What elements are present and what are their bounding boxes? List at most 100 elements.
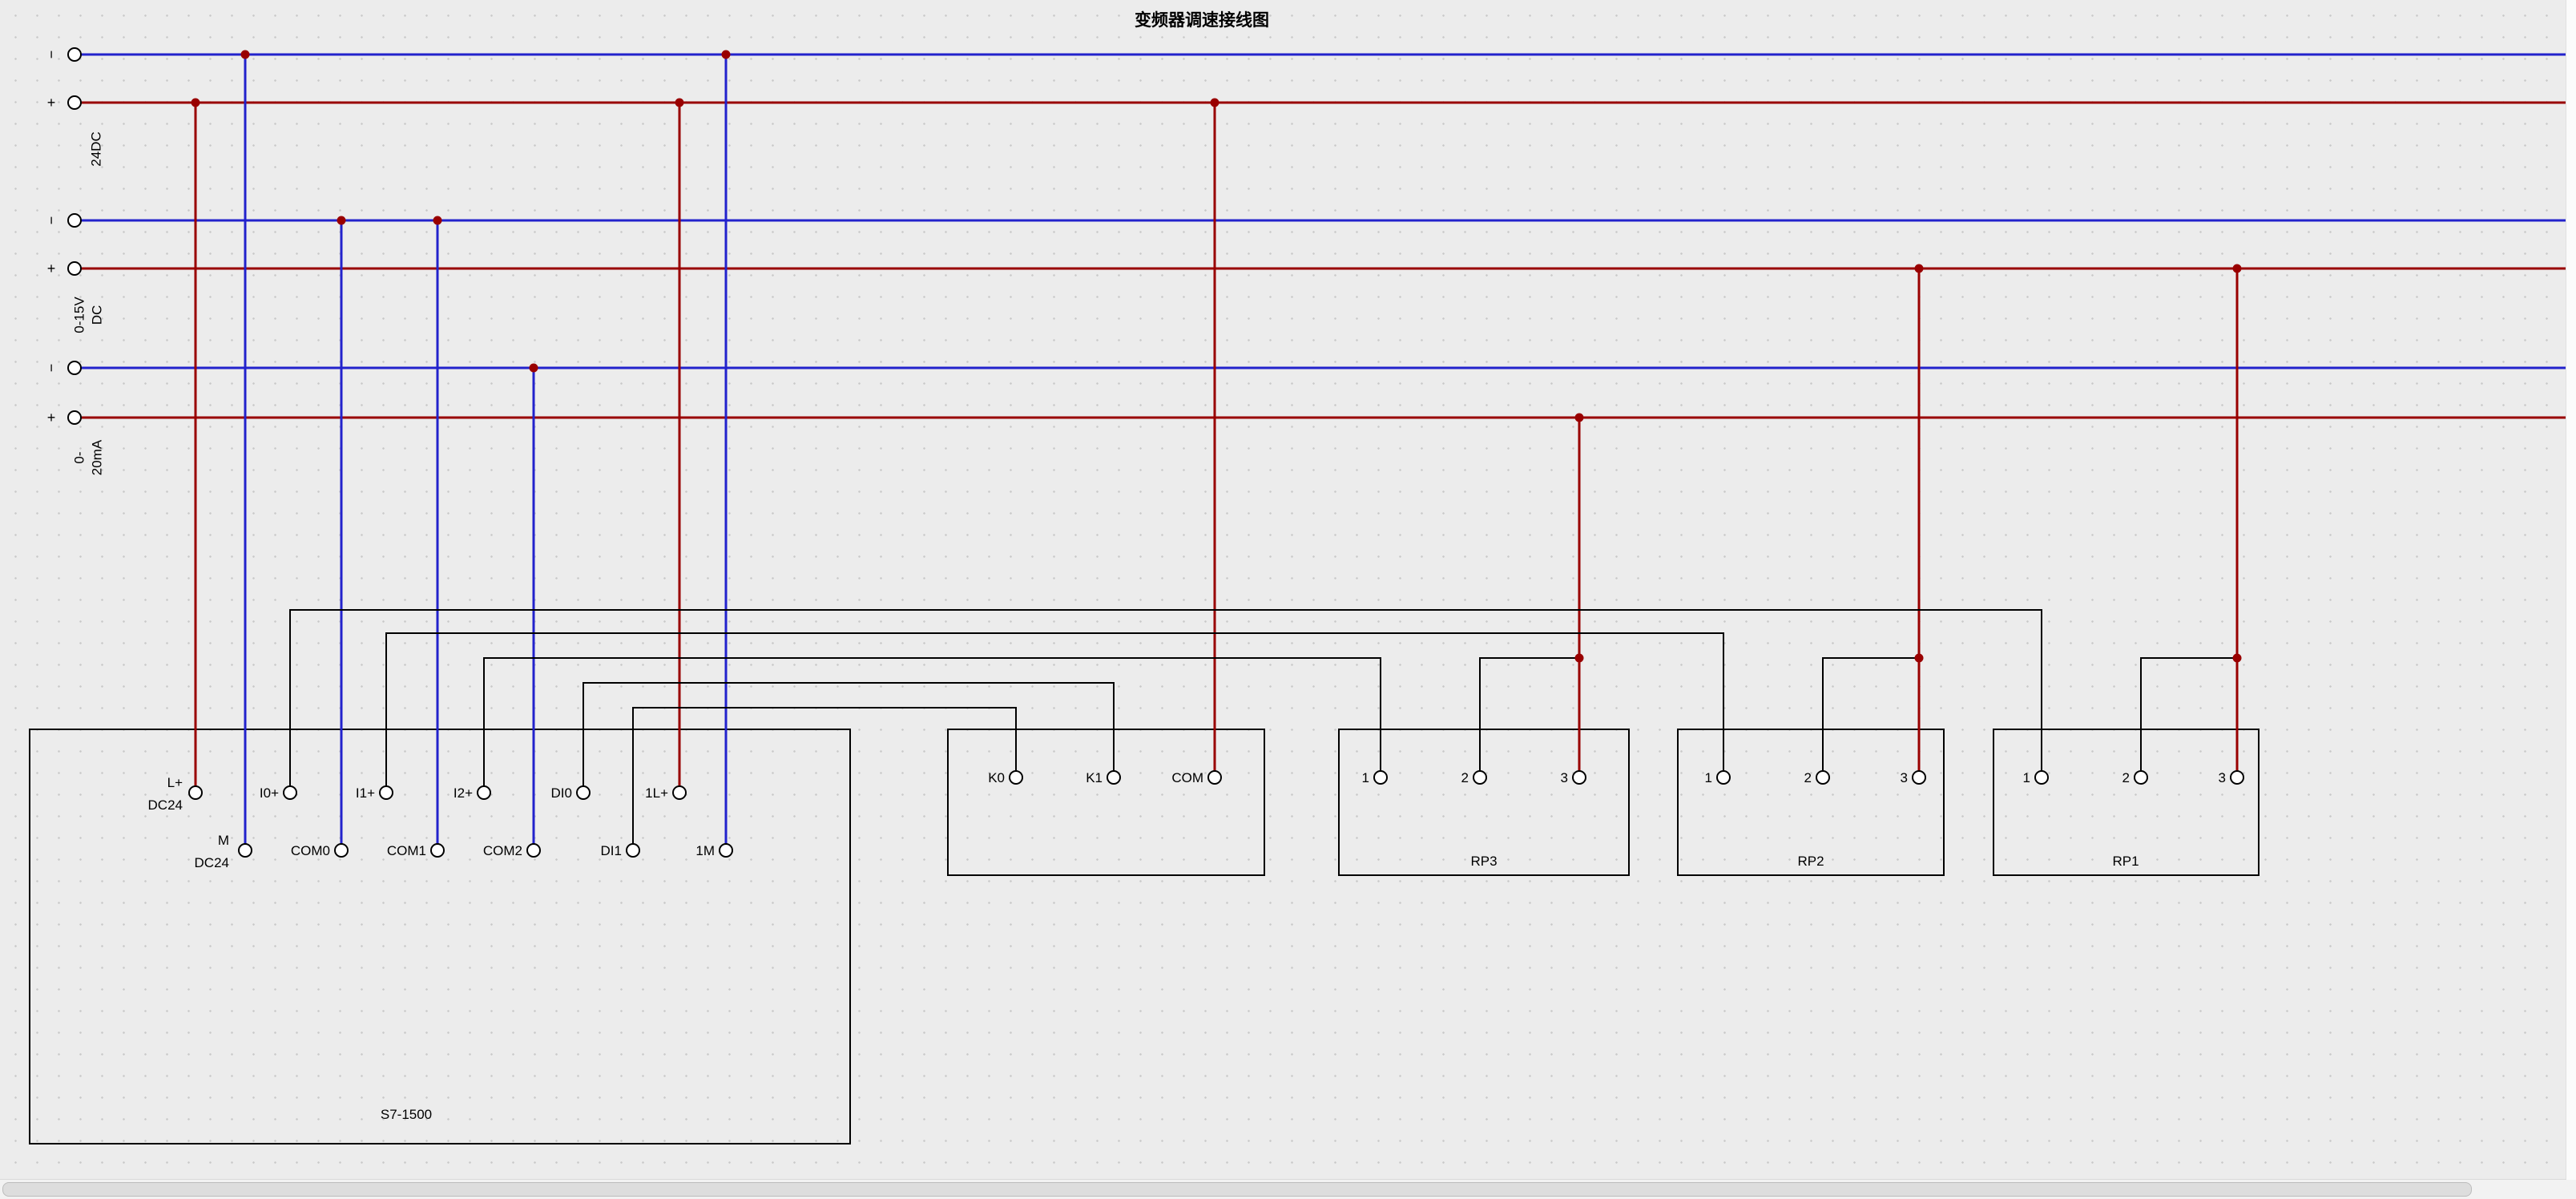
sign-24dc-plus: + [47,95,56,111]
label-di1: DI1 [601,843,622,858]
wire-rp2-2-to-rp2-3 [1822,657,1919,771]
junction-dot [1914,653,1924,663]
terminal-rp1-2 [2134,770,2148,785]
label-rp3-3: 3 [1561,770,1568,785]
junction-dot [2232,264,2242,273]
terminal-20ma-minus [67,361,82,375]
junction-dot [721,50,731,59]
sign-24dc-minus: − [43,50,59,59]
rp3-block-name: RP3 [1470,854,1497,869]
terminal-20ma-plus [67,410,82,425]
junction-dot [1210,98,1219,107]
horizontal-scrollbar-thumb[interactable] [2,1182,2472,1197]
wire-di1-to-k0 [632,707,1017,844]
rp2-block-outline [1677,729,1945,876]
junction-dot [675,98,684,107]
terminal-i2 [477,785,491,800]
label-com0: COM0 [291,843,330,858]
relay-block-outline [947,729,1265,876]
rail-group-label-20ma-line2: 20mA [90,439,105,475]
sign-15v-minus: − [43,216,59,225]
terminal-k-com [1207,770,1222,785]
label-rp3-2: 2 [1461,770,1469,785]
vertical-scrollbar-track[interactable] [2566,0,2576,1199]
junction-dot [337,216,346,225]
label-1lplus: 1L+ [645,785,668,801]
junction-dot [1914,264,1924,273]
label-m-sub: DC24 [195,855,229,870]
terminal-com1 [430,843,445,858]
terminal-rp3-2 [1473,770,1487,785]
label-di0: DI0 [551,785,572,801]
terminal-di0 [576,785,591,800]
label-rp1-2: 2 [2122,770,2130,785]
wire-rp3-2-to-rp3-3 [1479,657,1579,771]
label-i1: I1+ [356,785,375,801]
terminal-24dc-plus [67,95,82,110]
wire-i0-to-rp1-1 [289,609,2042,786]
label-com1: COM1 [387,843,426,858]
label-rp1-3: 3 [2219,770,2226,785]
scrollbar-corner [2566,1180,2576,1199]
terminal-i0 [283,785,297,800]
terminal-i1 [379,785,393,800]
label-m: M [218,833,229,848]
diagram-title: 变频器调速接线图 [1135,10,1269,30]
label-rp2-2: 2 [1804,770,1812,785]
junction-dot [1574,653,1584,663]
sign-20ma-minus: − [43,364,59,373]
label-i0: I0+ [260,785,279,801]
s7-1500-block-outline [29,729,851,1144]
terminal-15v-minus [67,213,82,228]
terminal-rp2-1 [1716,770,1731,785]
rail-group-label-24dc: 24DC [89,131,104,166]
terminal-k1 [1107,770,1121,785]
terminal-com2 [526,843,541,858]
rp2-block-name: RP2 [1797,854,1824,869]
rail-group-label-15v-line2: DC [90,305,105,325]
terminal-k0 [1009,770,1023,785]
label-rp2-1: 1 [1705,770,1712,785]
wire-i1-to-rp2-1 [385,632,1724,786]
terminal-24dc-minus [67,47,82,62]
junction-dot [191,98,200,107]
label-rp3-1: 1 [1362,770,1369,785]
terminal-rp1-1 [2034,770,2049,785]
rail-group-label-20ma-line1: 0- [72,451,87,463]
label-lplus: L+ [167,775,183,790]
junction-dot [433,216,442,225]
wire-di0-to-k1 [583,682,1115,786]
terminal-rp2-2 [1816,770,1830,785]
sign-20ma-plus: + [47,410,56,426]
terminal-rp2-3 [1912,770,1926,785]
s7-block-name: S7-1500 [381,1107,432,1122]
terminal-rp3-1 [1373,770,1388,785]
junction-dot [240,50,250,59]
terminal-di1 [626,843,640,858]
label-rp2-3: 3 [1901,770,1908,785]
rp3-block-outline [1338,729,1630,876]
rp1-block-name: RP1 [2112,854,2139,869]
junction-dot [2232,653,2242,663]
terminal-m [238,843,252,858]
horizontal-scrollbar-track[interactable] [0,1179,2566,1199]
label-k-com: COM [1171,770,1203,785]
terminal-rp1-3 [2230,770,2244,785]
terminal-rp3-3 [1572,770,1586,785]
label-k1: K1 [1086,770,1103,785]
label-rp1-1: 1 [2023,770,2030,785]
rp1-block-outline [1993,729,2260,876]
wire-rp1-2-to-rp1-3 [2140,657,2237,771]
label-k0: K0 [988,770,1005,785]
label-com2: COM2 [483,843,522,858]
sign-15v-plus: + [47,260,56,277]
rail-group-label-15v-line1: 0-15V [72,297,87,333]
terminal-1m [719,843,733,858]
terminal-1lplus [672,785,687,800]
junction-dot [1574,413,1584,422]
terminal-lplus [188,785,203,800]
terminal-15v-plus [67,261,82,276]
label-1m: 1M [695,843,715,858]
terminal-com0 [334,843,349,858]
